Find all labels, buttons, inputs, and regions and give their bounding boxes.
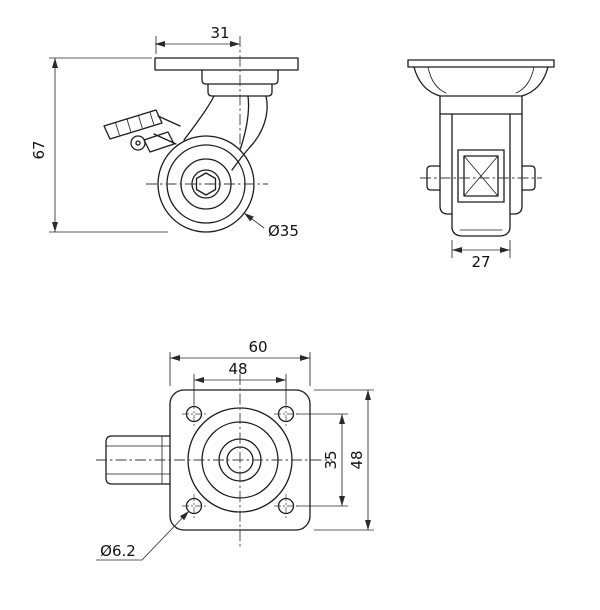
side-brake-link [143,131,175,153]
side-brake-bracket [153,115,181,145]
dim-hole-spacing-v-label: 35 [322,450,340,469]
front-brake-housing-inner [463,155,499,197]
dim-height-label: 67 [30,140,48,159]
front-view [407,59,555,237]
dim-hole-spacing-h-label: 48 [228,360,247,378]
dim-top-width-label: 31 [210,24,229,42]
dim-wheel-diameter-label: Ø35 [268,222,299,240]
front-skirt-inner [427,66,535,94]
plan-dimensions: 60 48 35 48 Ø6.2 [96,338,374,561]
front-dimensions: 27 [451,240,511,271]
front-top-plate [407,59,555,68]
front-skirt-outer [413,66,549,97]
dim-plate-width-label: 60 [248,338,267,356]
front-fork-leg-right [509,113,523,215]
dim-wheel-width-label: 27 [471,253,490,271]
side-brake-pedal [103,109,163,140]
side-fork-inner [239,95,250,151]
front-swivel-drum [439,95,523,115]
front-axle-nut-right [521,165,536,191]
side-axle-nut [195,172,217,196]
dim-plate-height-label: 48 [348,450,366,469]
side-view [103,57,299,233]
side-top-plate [154,57,299,71]
front-wheel-sides [451,113,511,229]
front-brake-housing [457,149,505,203]
side-fork-outer [231,95,268,171]
front-fork-leg-left [439,113,453,215]
side-brake-pedal-tread-lines [115,111,155,136]
side-fork-left [183,95,215,141]
side-brake-pivot [130,135,146,151]
side-brake-pivot-pin [135,140,141,146]
side-dimensions: 31 67 Ø35 [30,24,299,240]
front-wheel-bottom [451,227,511,237]
dim-hole-diameter-label: Ø6.2 [100,542,136,560]
front-brake-cross [463,155,499,197]
